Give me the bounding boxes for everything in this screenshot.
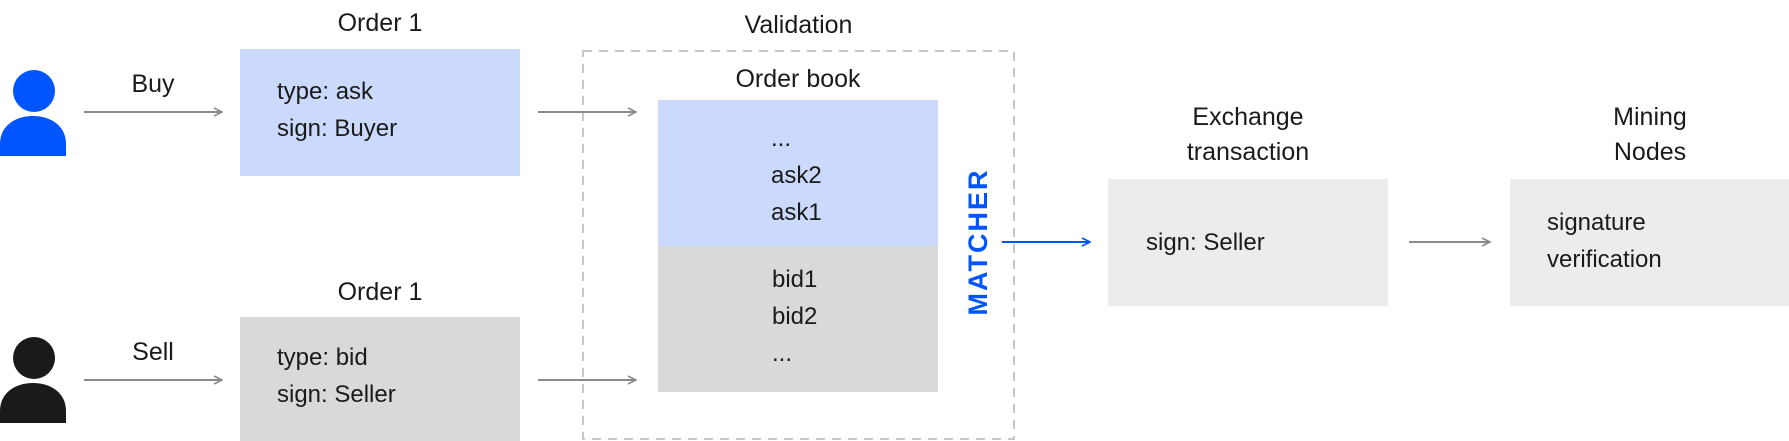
validation-dashed-border xyxy=(582,50,1015,440)
order-buy-title: Order 1 xyxy=(337,9,423,37)
exchange-box: sign: Seller xyxy=(1108,179,1388,306)
ask-item: ... xyxy=(771,125,792,152)
order-buy-sign: sign: Buyer xyxy=(277,115,398,142)
bid-item: bid1 xyxy=(772,266,818,293)
exchange-title-line2: transaction xyxy=(1186,138,1310,166)
order-book-title: Order book xyxy=(735,65,861,93)
exchange-title-line1: Exchange xyxy=(1192,103,1304,131)
mining-line1: signature xyxy=(1547,209,1646,236)
validation-title: Validation xyxy=(744,11,853,39)
exchange-content: sign: Seller xyxy=(1146,229,1265,256)
order-sell-type: type: bid xyxy=(277,344,368,371)
mining-title-line1: Mining xyxy=(1613,103,1687,131)
ask-item: ask1 xyxy=(771,199,822,226)
ask-item: ask2 xyxy=(771,162,822,189)
mining-line2: verification xyxy=(1547,246,1662,273)
order-buy-box: type: ask sign: Buyer xyxy=(240,49,520,176)
mining-box: signature verification xyxy=(1510,179,1789,306)
order-sell-sign: sign: Seller xyxy=(277,381,396,408)
order-buy-type: type: ask xyxy=(277,78,374,105)
order-sell-title: Order 1 xyxy=(337,278,423,306)
sell-label: Sell xyxy=(132,338,174,366)
mining-title: Mining Nodes xyxy=(1510,100,1789,170)
matcher-label: MATCHER xyxy=(963,168,993,316)
order-sell-box: type: bid sign: Seller xyxy=(240,317,520,441)
buyer-user-icon xyxy=(0,70,66,156)
bid-item: bid2 xyxy=(772,303,818,330)
buy-label: Buy xyxy=(131,70,175,98)
order-book-bids: bid1 bid2 ... xyxy=(658,246,938,392)
bid-item: ... xyxy=(772,340,793,367)
mining-title-line2: Nodes xyxy=(1613,138,1687,166)
seller-user-icon xyxy=(0,337,66,423)
order-book-asks: ... ask2 ask1 xyxy=(658,100,938,246)
exchange-title: Exchange transaction xyxy=(1108,100,1388,170)
